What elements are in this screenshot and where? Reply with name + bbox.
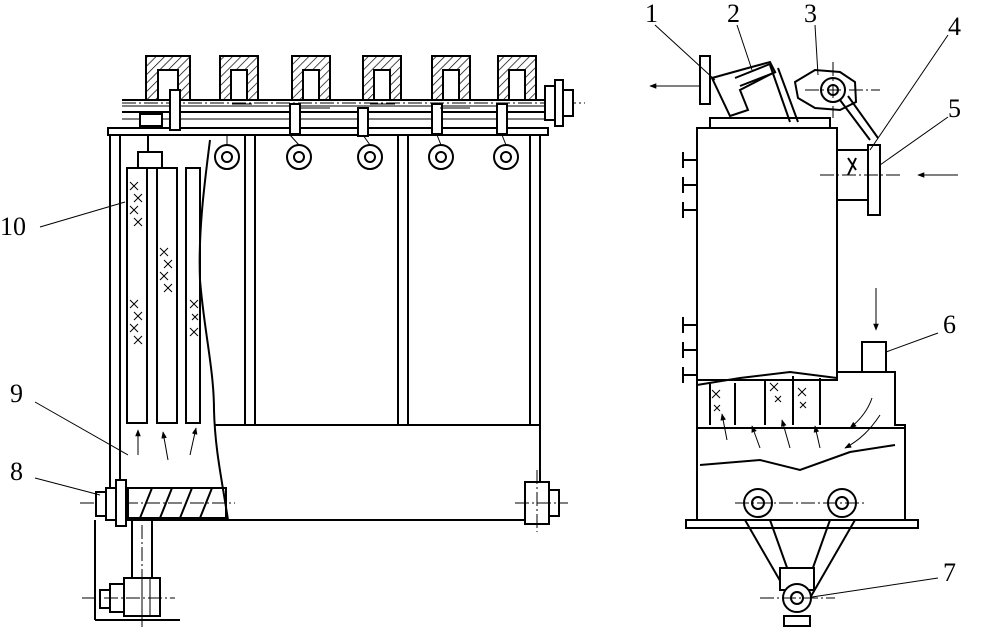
top-rollers: [214, 134, 519, 170]
valve-housings: [145, 55, 537, 101]
callout-9: 9: [10, 379, 23, 408]
callout-10: 10: [0, 212, 26, 241]
screw-conveyor: [80, 479, 235, 630]
callouts: 1 2 3 4 5 6 7 8 9 10: [0, 0, 961, 598]
callout-8: 8: [10, 457, 23, 486]
front-view: [80, 55, 585, 630]
callout-2: 2: [727, 0, 740, 28]
side-view: [649, 55, 958, 627]
support-wheel: [515, 470, 568, 532]
top-mechanism: [649, 55, 880, 141]
callout-1: 1: [645, 0, 658, 28]
callout-5: 5: [948, 94, 961, 123]
shaker-shaft-assembly: [107, 79, 585, 137]
door-hinges: [682, 152, 697, 383]
casing: [109, 135, 545, 521]
hopper: [685, 288, 919, 627]
callout-7: 7: [943, 558, 956, 587]
callout-3: 3: [804, 0, 817, 28]
inlet: [820, 144, 958, 216]
filter-bags: [126, 135, 229, 521]
callout-6: 6: [943, 310, 956, 339]
callout-4: 4: [948, 12, 961, 41]
